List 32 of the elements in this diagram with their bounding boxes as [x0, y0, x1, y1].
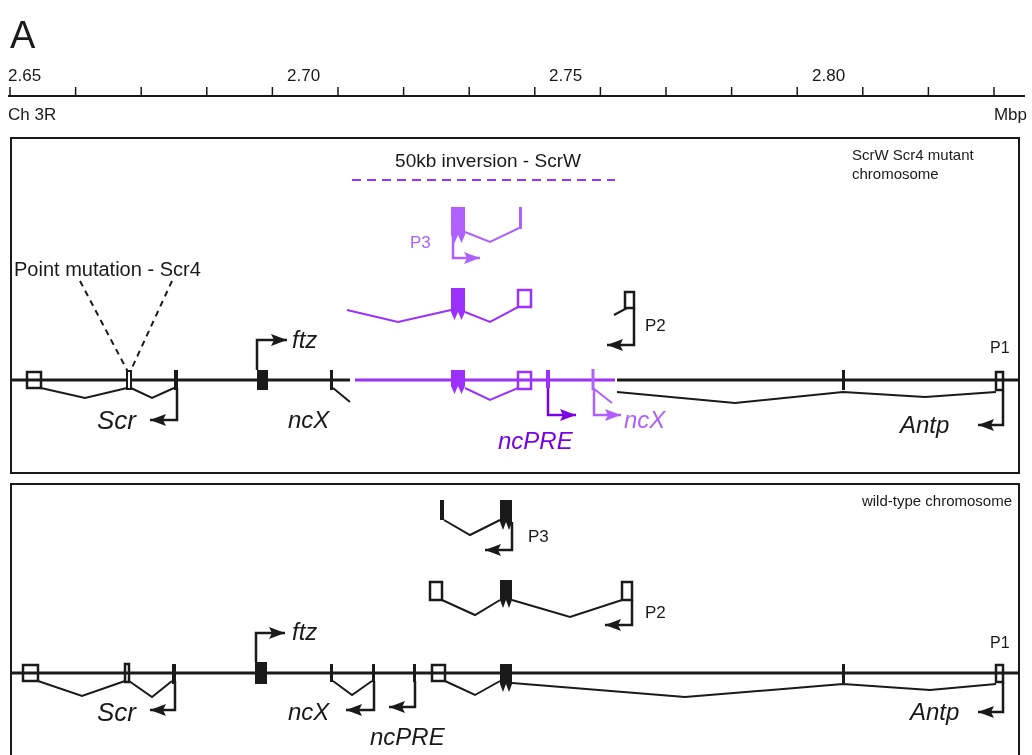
promoter-label: P1	[990, 340, 1010, 356]
promoter-label: P1	[990, 635, 1010, 651]
gene-label: ncX	[624, 408, 666, 432]
gene-label: Antp	[900, 413, 950, 437]
gene-label: ftz	[292, 328, 318, 352]
gene-label: Antp	[910, 700, 960, 724]
panel-letter: A	[10, 16, 36, 54]
axis-tick-label: 2.80	[812, 66, 846, 84]
axis-tick-label: 2.65	[8, 66, 42, 84]
chromosome-panel	[10, 483, 1020, 755]
promoter-label: P3	[528, 527, 549, 545]
exon-box	[126, 370, 132, 390]
chromosome-panel	[10, 137, 1020, 474]
promoter-label: P2	[645, 316, 666, 334]
gene-label: Scr	[97, 699, 136, 725]
leader-line	[79, 280, 129, 372]
gene-label: ftz	[292, 620, 318, 644]
axis-label: Ch 3R	[8, 105, 57, 123]
promoter-label: P3	[410, 233, 431, 251]
gene-label: Scr	[97, 407, 136, 433]
panel-title: ScrW Scr4 mutant chromosome	[852, 145, 975, 183]
promoter-label: P2	[645, 603, 666, 621]
gene-label: ncX	[288, 408, 330, 432]
gene-label: ncPRE	[498, 429, 573, 453]
axis-tick-label: 2.75	[549, 66, 583, 84]
panel-title: wild-type chromosome	[861, 491, 1012, 510]
gene-label: ncPRE	[370, 725, 445, 749]
gene-label: ncX	[288, 700, 330, 724]
annotation-text: 50kb inversion - ScrW	[395, 150, 581, 170]
axis-label: Mbp	[993, 105, 1027, 123]
annotation-text: Point mutation - Scr4	[14, 257, 201, 281]
axis-tick-label: 2.70	[287, 66, 321, 84]
